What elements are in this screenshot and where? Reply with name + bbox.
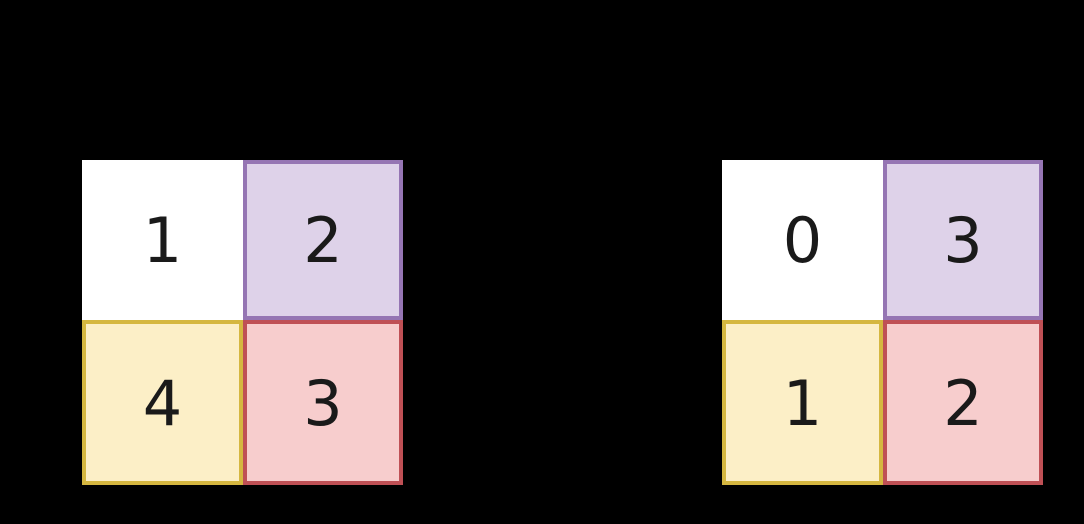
left-grid: 1 2 4 3 (82, 160, 403, 485)
cell-label: 3 (303, 366, 343, 440)
cell-label: 4 (142, 366, 183, 440)
left-grid-cell-r0c0[interactable]: 1 (82, 160, 243, 320)
cell-label: 3 (943, 204, 983, 277)
cell-label: 0 (782, 204, 823, 277)
cell-label: 1 (782, 366, 823, 440)
left-grid-cell-r1c0[interactable]: 4 (82, 320, 243, 485)
cell-label: 2 (303, 204, 343, 277)
left-grid-cell-r1c1[interactable]: 3 (243, 320, 403, 485)
cell-label: 1 (142, 204, 183, 277)
right-grid-cell-r1c0[interactable]: 1 (722, 320, 883, 485)
left-grid-cell-r0c1[interactable]: 2 (243, 160, 403, 320)
right-grid-cell-r0c1[interactable]: 3 (883, 160, 1043, 320)
right-grid-cell-r1c1[interactable]: 2 (883, 320, 1043, 485)
right-grid: 0 3 1 2 (722, 160, 1043, 485)
cell-label: 2 (943, 366, 983, 440)
right-grid-cell-r0c0[interactable]: 0 (722, 160, 883, 320)
